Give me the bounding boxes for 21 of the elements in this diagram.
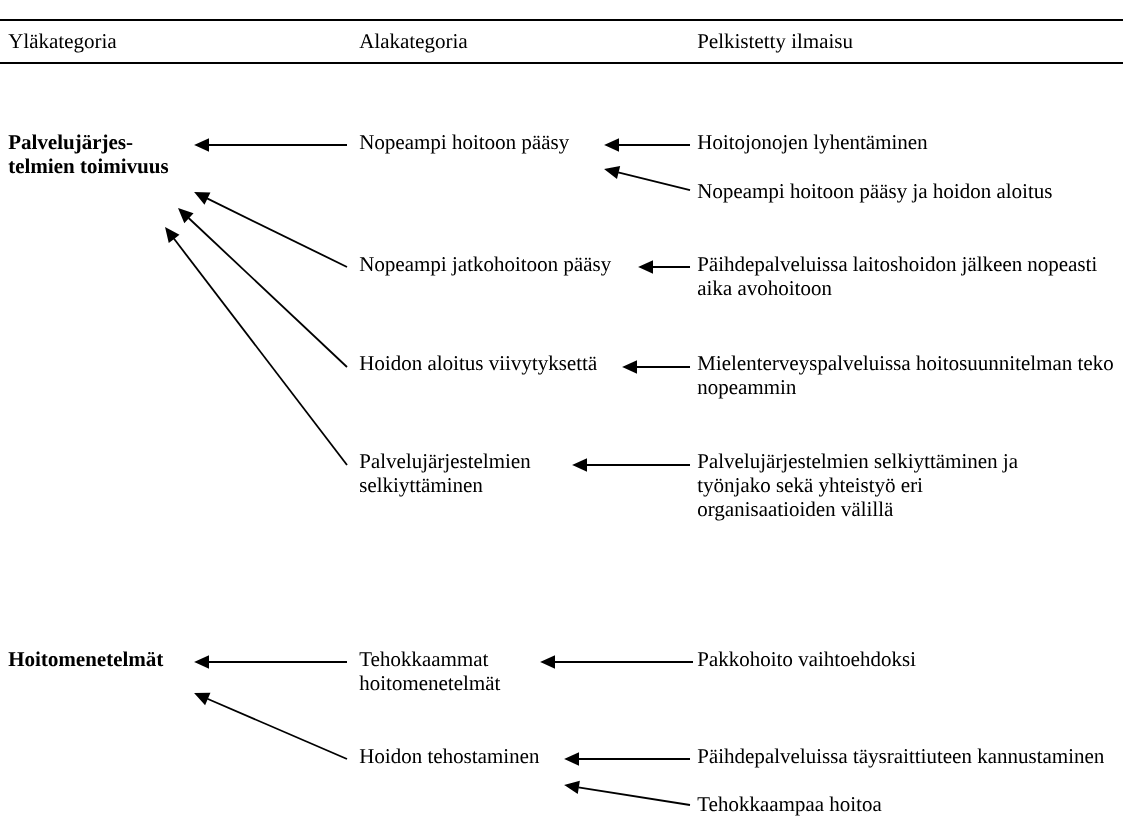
subcategory-label: Nopeampi jatkohoitoon pääsy bbox=[359, 256, 612, 276]
subcategory-label: Tehokkaammat hoitomenetelmät bbox=[359, 651, 501, 691]
expression-label: Päihdepalveluissa laitoshoidon jälkeen nopeasti aika avohoitoon bbox=[697, 256, 1097, 296]
subcategory-label: Hoidon tehostaminen bbox=[359, 748, 540, 764]
expression-label: Nopeampi hoitoon pääsy ja hoidon aloitus bbox=[697, 183, 1052, 203]
subcategory-label: Nopeampi hoitoon pääsy bbox=[359, 134, 570, 154]
expression-label: Hoitojonojen lyhentäminen bbox=[697, 134, 928, 154]
arrow bbox=[178, 208, 348, 368]
expression-label: Palvelujärjestelmien selkiyttäminen ja työnjako sekä yhteistyö eri organisaatioiden välillä bbox=[697, 453, 1018, 521]
expression-label: Mielenterveyspalveluissa hoitosuunnitelman teko nopeammin bbox=[697, 355, 1113, 399]
expression-label: Tehokkaampaa hoitoa bbox=[697, 796, 882, 816]
column-header: Alakategoria bbox=[359, 33, 468, 53]
expression-label: Pakkohoito vaihtoehdoksi bbox=[697, 651, 916, 667]
column-header: Pelkistetty ilmaisu bbox=[697, 33, 853, 53]
category-label: Palvelujärjes- telmien toimivuus bbox=[8, 134, 169, 174]
arrow bbox=[165, 227, 348, 466]
category-label: Hoitomenetelmät bbox=[8, 651, 164, 667]
subcategory-label: Hoidon aloitus viivytyksettä bbox=[359, 355, 597, 375]
column-header: Yläkategoria bbox=[8, 33, 117, 53]
expression-label: Päihdepalveluissa täysraittiuteen kannustaminen bbox=[697, 748, 1104, 768]
subcategory-label: Palvelujärjestelmien selkiyttäminen bbox=[359, 453, 531, 497]
